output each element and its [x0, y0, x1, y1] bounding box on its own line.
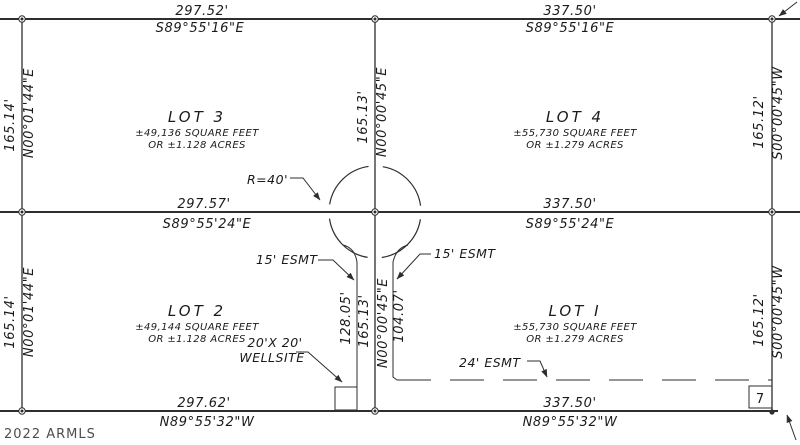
corner-marker: [18, 15, 26, 23]
lot3-label: LOT 3 ±49,136 SQUARE FEET OR ±1.128 ACRE…: [135, 108, 259, 151]
wellsite-name-label: WELLSITE: [239, 350, 304, 365]
lot2-area: ±49,144 SQUARE FEET: [135, 322, 259, 333]
corner-marker: [18, 208, 26, 216]
dim-mid-left-bearing: S89°55'24"E: [163, 217, 252, 232]
radius-leader-arrow: [290, 177, 321, 201]
corner-marker: [18, 407, 26, 415]
west-esmt-leader-arrow: [318, 259, 355, 281]
parcel-7-tag: 7: [756, 392, 764, 407]
lot4-label: LOT 4 ±55,730 SQUARE FEET OR ±1.279 ACRE…: [513, 108, 637, 151]
esmt15-west-label: 15' ESMT: [256, 252, 318, 267]
radius-label: R=40': [247, 172, 288, 187]
ne-corner-leader-arrow: [778, 1, 798, 17]
dim-left-lower-distance: 165.14': [3, 295, 18, 348]
dim-right-upper-distance: 165.12': [752, 95, 767, 148]
corner-marker: [768, 15, 776, 23]
parcel-7-box: [748, 385, 773, 409]
dim-right-lower-distance: 165.12': [752, 293, 767, 346]
dim-bottom-right-distance: 337.50': [543, 396, 596, 411]
corner-marker: [768, 208, 776, 216]
corner-markers: [18, 15, 776, 415]
dim-left-upper-bearing: N00°01'44"E: [22, 68, 37, 158]
corner-marker: [371, 208, 379, 216]
west-15ft-easement-line: [342, 244, 358, 387]
dim-mid-right-bearing: S89°55'24"E: [526, 217, 615, 232]
lot1-name: LOT I: [548, 302, 601, 320]
dim-left-upper-distance: 165.14': [3, 98, 18, 151]
lot2-name: LOT 2: [168, 302, 226, 320]
lot3-area: ±49,136 SQUARE FEET: [135, 128, 259, 139]
esmt24-leader-arrow: [527, 360, 548, 378]
dim-bottom-left-bearing: N89°55'32"W: [160, 415, 255, 430]
wellsite-size-label: 20'X 20': [247, 335, 302, 350]
lot4-area: ±55,730 SQUARE FEET: [513, 128, 637, 139]
dim-center-upper-distance: 165.13': [356, 90, 371, 143]
esmt24-label: 24' ESMT: [459, 355, 521, 370]
dim-bottom-right-bearing: N89°55'32"W: [523, 415, 618, 430]
dim-top-left-distance: 297.52': [175, 4, 228, 19]
dim-bottom-left-distance: 297.62': [177, 396, 230, 411]
lot4-acres: OR ±1.279 ACRES: [526, 140, 624, 151]
dim-mid-right-distance: 337.50': [543, 197, 596, 212]
lot2-acres: OR ±1.128 ACRES: [148, 334, 246, 345]
dim-esmt-west-length: 128.05': [339, 291, 354, 344]
dim-esmt-east-length: 104.07': [392, 289, 407, 342]
esmt15-east-label: 15' ESMT: [434, 246, 496, 261]
lot4-name: LOT 4: [546, 108, 604, 126]
easement-lines: [334, 244, 773, 411]
lot3-acres: OR ±1.128 ACRES: [148, 140, 246, 151]
lot2-label: LOT 2 ±49,144 SQUARE FEET OR ±1.128 ACRE…: [135, 302, 259, 345]
lot-labels: LOT 3 ±49,136 SQUARE FEET OR ±1.128 ACRE…: [135, 108, 637, 345]
annotations: R=40' 15' ESMT 15' ESMT 24' ESMT 20'X 20…: [4, 172, 764, 442]
dim-top-right-distance: 337.50': [543, 4, 596, 19]
dim-top-right-bearing: S89°55'16"E: [526, 21, 615, 36]
vertical-dimension-labels: 165.14' N00°01'44"E 165.14' N00°01'44"E …: [3, 66, 786, 368]
east-esmt-leader-arrow: [396, 253, 431, 280]
lot1-area: ±55,730 SQUARE FEET: [513, 322, 637, 333]
corner-marker: [371, 15, 379, 23]
dim-center-lower-distance: 165.13': [357, 294, 372, 347]
dim-top-left-bearing: S89°55'16"E: [156, 21, 245, 36]
wellsite-leader-arrow: [296, 351, 343, 383]
wellsite-box: [334, 386, 358, 411]
leader-arrows: [290, 1, 798, 441]
dim-left-lower-bearing: N00°01'44"E: [22, 267, 37, 357]
dim-right-lower-bearing: S00°00'45"W: [771, 265, 786, 359]
lot1-label: LOT I ±55,730 SQUARE FEET OR ±1.279 ACRE…: [513, 302, 637, 345]
corner-marker: [371, 407, 379, 415]
lot1-acres: OR ±1.279 ACRES: [526, 334, 624, 345]
dim-right-upper-bearing: S00°00'45"W: [771, 66, 786, 160]
corner-marker-dot: [769, 409, 775, 415]
east-15ft-easement-line: [392, 244, 409, 381]
se-corner-leader-arrow: [786, 414, 797, 441]
dim-mid-left-distance: 297.57': [177, 197, 230, 212]
dim-center-upper-bearing: N00°00'45"E: [375, 67, 390, 157]
armls-watermark: 2022 ARMLS: [4, 427, 96, 442]
horizontal-dimension-labels: 297.52' S89°55'16"E 337.50' S89°55'16"E …: [156, 4, 618, 430]
lot3-name: LOT 3: [168, 108, 226, 126]
dim-center-lower-bearing: N00°00'45"E: [376, 278, 391, 368]
boundary-lines: [0, 18, 800, 412]
